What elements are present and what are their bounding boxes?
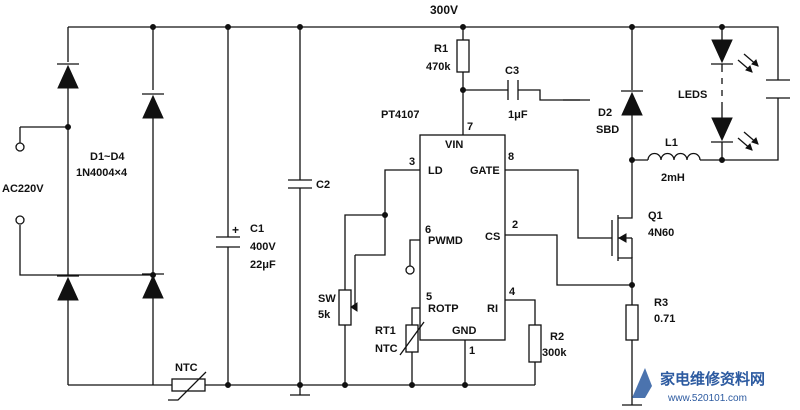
ic-pin-labels: VIN 7 LD 3 GATE 8 PWMD 6 CS 2 ROTP 5 RI …	[409, 121, 518, 357]
pin-ld-number: 3	[409, 156, 415, 168]
supply-voltage-label: 300V	[430, 3, 458, 17]
q1-part-label: 4N60	[648, 227, 674, 239]
labels: 300V AC220V D1~D4 1N4004×4 C1 400V 22μF …	[2, 3, 707, 374]
diode-d2-sbd	[621, 90, 643, 116]
watermark-logo-text: 家电维修资料网	[660, 370, 765, 388]
resistor-r3	[625, 304, 639, 341]
pin-cs-name: CS	[485, 231, 500, 243]
rt1-type-label: NTC	[375, 343, 398, 355]
r2-name-label: R2	[550, 331, 564, 343]
ic-pt4107-body	[419, 134, 506, 341]
d2-type-label: SBD	[596, 124, 619, 136]
l1-name-label: L1	[665, 137, 678, 149]
bridge-diode-d3	[57, 275, 79, 301]
mosfet-q1	[611, 210, 633, 261]
bridge-part-label: 1N4004×4	[76, 167, 128, 179]
pin-ld-name: LD	[428, 165, 443, 177]
c1-voltage-label: 400V	[250, 241, 276, 253]
resistor-r1	[456, 39, 470, 73]
pin-ri-name: RI	[487, 303, 498, 315]
c1-cap-label: 22μF	[250, 259, 276, 271]
d2-name-label: D2	[598, 107, 612, 119]
c3-value-label: 1μF	[508, 109, 528, 121]
pin-ri-number: 4	[509, 286, 516, 298]
thermistor-rt1	[399, 321, 425, 356]
l1-value-label: 2mH	[661, 172, 685, 184]
led-parallel-capacitor	[766, 79, 790, 99]
capacitor-c1: +	[216, 223, 240, 248]
capacitor-c2	[288, 179, 312, 189]
capacitor-c3	[507, 80, 590, 101]
pin-rotp-name: ROTP	[428, 303, 459, 315]
r2-value-label: 300k	[542, 347, 567, 359]
junctions	[65, 24, 725, 388]
c3-name-label: C3	[505, 65, 519, 77]
pin-pwmd-number: 6	[425, 224, 431, 236]
ntc-name-label: NTC	[175, 362, 198, 374]
bridge-diode-d4	[142, 273, 164, 299]
pin-gate-name: GATE	[470, 165, 500, 177]
sw-value-label: 5k	[318, 309, 331, 321]
q1-name-label: Q1	[648, 210, 663, 222]
pin-gnd-number: 1	[469, 345, 475, 357]
r3-name-label: R3	[654, 297, 668, 309]
r3-value-label: 0.71	[654, 313, 675, 325]
leds-name-label: LEDS	[678, 89, 707, 101]
resistor-r2	[528, 324, 542, 363]
ntc-thermistor	[168, 371, 207, 401]
ac-input-terminals	[15, 142, 25, 225]
pin-gate-number: 8	[508, 151, 514, 163]
pin-cs-number: 2	[512, 219, 518, 231]
potentiometer-sw	[338, 255, 358, 326]
pin-pwmd-name: PWMD	[428, 235, 463, 247]
pin-vin-name: VIN	[445, 139, 463, 151]
svg-text:+: +	[232, 223, 239, 237]
bridge-diode-d2	[142, 93, 164, 119]
ic-name-label: PT4107	[381, 109, 420, 121]
c2-name-label: C2	[316, 179, 330, 191]
bridge-name-label: D1~D4	[90, 151, 125, 163]
watermark-logo: 家电维修资料网 www.520101.com	[632, 368, 765, 404]
wiring	[19, 26, 779, 406]
pin-vin-number: 7	[467, 121, 473, 133]
rt1-name-label: RT1	[375, 325, 396, 337]
pin-gnd-name: GND	[452, 325, 477, 337]
pin-rotp-number: 5	[426, 291, 432, 303]
led-string	[711, 39, 759, 151]
bridge-diode-d1	[57, 63, 79, 89]
watermark-site-text: www.520101.com	[667, 393, 747, 404]
r1-name-label: R1	[434, 43, 448, 55]
sw-name-label: SW	[318, 293, 336, 305]
ac-input-label: AC220V	[2, 183, 44, 195]
c1-name-label: C1	[250, 223, 264, 235]
pwmd-terminal	[405, 265, 415, 275]
r1-value-label: 470k	[426, 61, 451, 73]
inductor-l1	[647, 152, 701, 161]
